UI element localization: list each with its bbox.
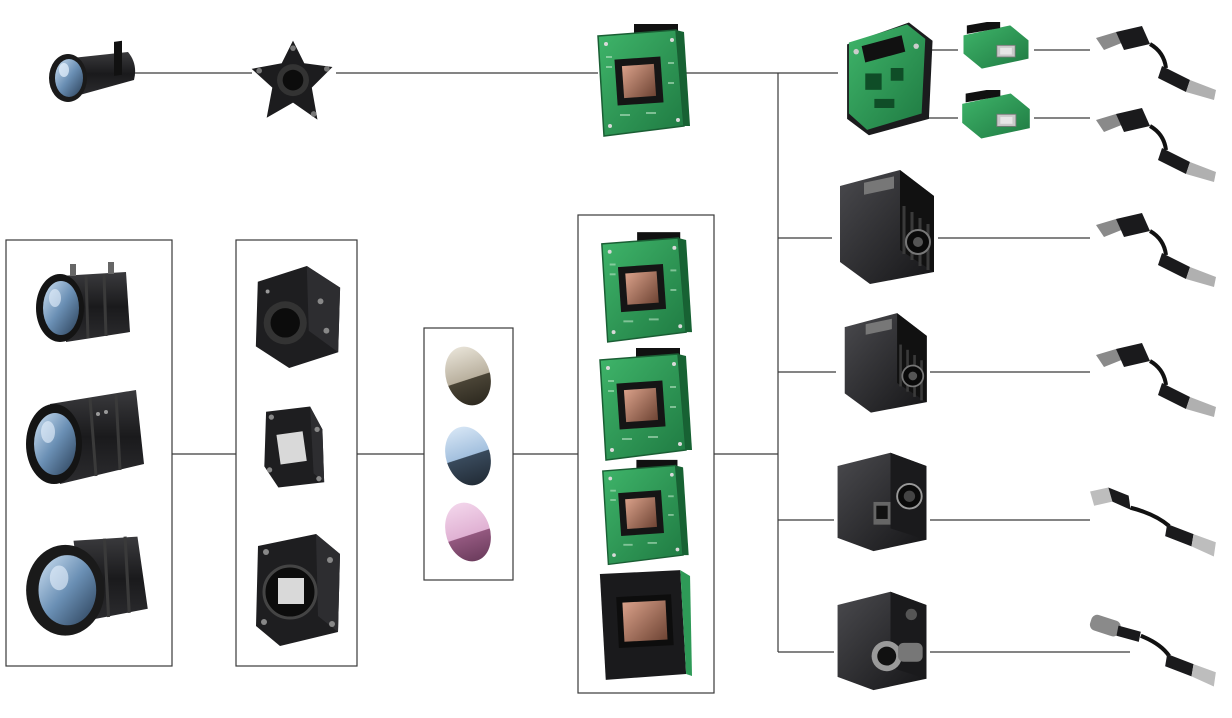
mount-adapter-icon <box>251 40 333 120</box>
filter-pink-icon <box>445 502 491 562</box>
flange-mount-icon <box>264 406 325 488</box>
mount-group-box <box>235 239 358 667</box>
sensor-board-icon <box>602 459 690 566</box>
usb-housing-small-icon <box>843 311 929 414</box>
sensor-board-icon <box>597 23 690 137</box>
sensor-group-box <box>577 214 715 694</box>
lens-group-box <box>5 239 173 667</box>
board-stack-icon <box>847 22 933 136</box>
usb-housing-icon <box>838 168 936 286</box>
gige-housing-icon <box>836 451 928 553</box>
ethernet-cable-icon <box>1090 487 1216 556</box>
lens-c-mount-icon <box>34 262 132 344</box>
filter-blue-icon <box>445 426 491 486</box>
lens-large-icon <box>24 388 146 486</box>
usb-cable-icon <box>1096 213 1216 287</box>
lens-wide-icon <box>24 535 150 638</box>
sensor-board-icon <box>601 231 692 343</box>
m12-cable-icon <box>1088 613 1216 686</box>
housing-mount-icon <box>255 266 341 368</box>
sensor-board-icon <box>599 347 692 461</box>
interface-board-icon <box>961 90 1031 139</box>
connector-lines <box>110 49 1130 653</box>
frame-mount-icon <box>254 532 342 648</box>
lens-icon <box>49 40 136 102</box>
interface-board-icon <box>963 22 1029 70</box>
filter-group-box <box>423 327 514 581</box>
sensor-large-icon <box>599 570 692 680</box>
usb-cable-icon <box>1094 24 1218 102</box>
usb-cable-icon <box>1096 343 1216 417</box>
industrial-housing-icon <box>837 591 927 691</box>
filter-neutral-icon <box>445 346 491 406</box>
usb-cable-icon <box>1096 108 1216 182</box>
